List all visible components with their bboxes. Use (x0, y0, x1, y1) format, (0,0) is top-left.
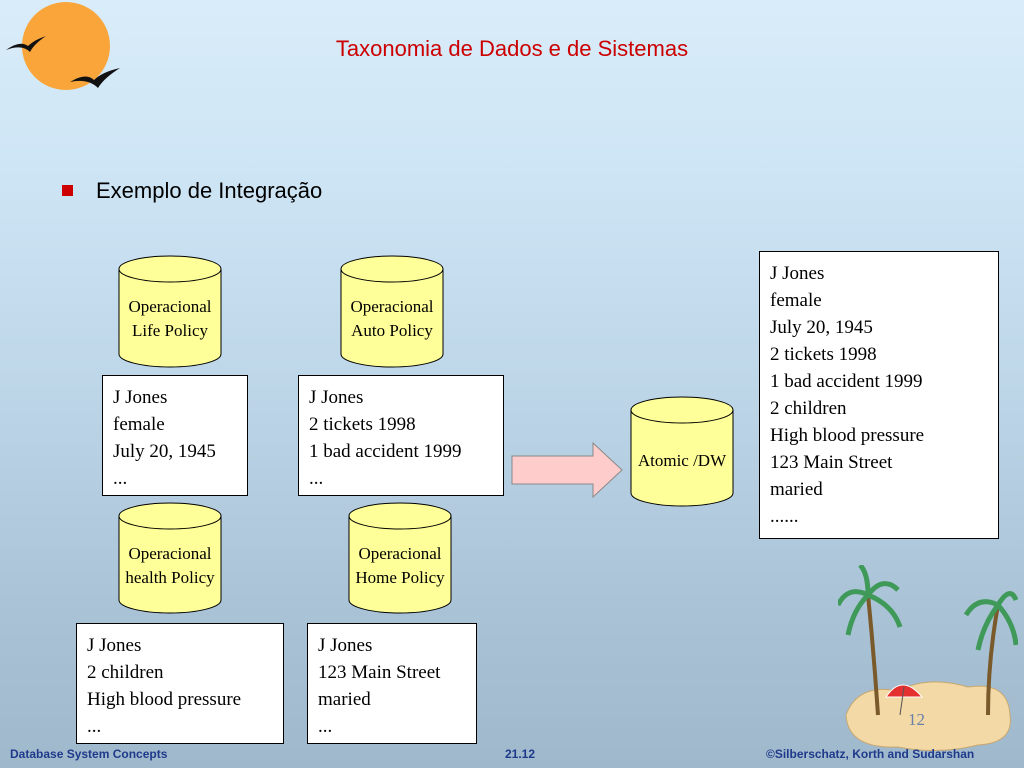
db-label-atomic-dw: Atomic /DW (637, 451, 727, 470)
cylinder-atomic-dw (630, 396, 734, 507)
footer-left: Database System Concepts (10, 747, 168, 761)
integration-arrow (511, 441, 623, 499)
cylinder-home-policy (348, 502, 452, 614)
sun-birds-icon (6, 2, 120, 90)
page-number: 12 (908, 710, 925, 729)
cylinder-life-policy (118, 255, 222, 368)
bullet-marker (62, 185, 73, 196)
cylinder-auto-policy (340, 255, 444, 368)
cylinder-health-policy (118, 502, 222, 614)
footer-right: ©Silberschatz, Korth and Sudarshan (766, 747, 975, 761)
footer-center: 21.12 (505, 747, 536, 761)
slide-title: Taxonomia de Dados e de Sistemas (335, 36, 689, 61)
island-palm-icon (838, 565, 1018, 752)
bullet-text: Exemplo de Integração (96, 178, 323, 203)
